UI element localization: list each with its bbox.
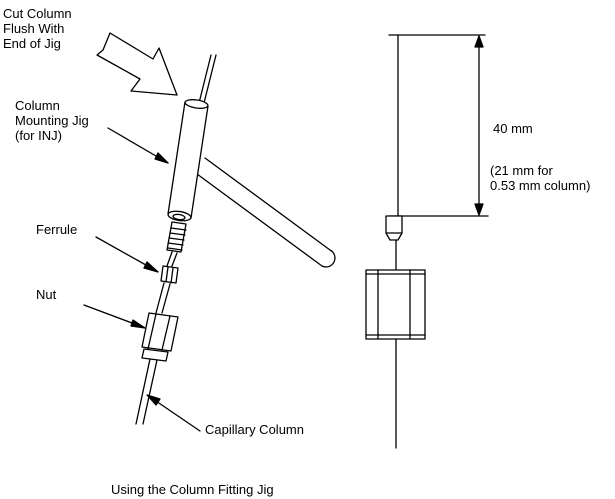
nut-leader-arrow: [83, 304, 146, 329]
ferrule: [160, 265, 179, 284]
alt-distance-label: (21 mm for 0.53 mm column): [490, 163, 591, 193]
column-mounting-jig: [167, 99, 209, 222]
column-mounting-jig-label: Column Mounting Jig (for INJ): [15, 98, 89, 143]
jig-threaded-tip: [166, 221, 187, 253]
jig-leader-arrow: [107, 127, 169, 164]
ferrule-leader-arrow: [95, 236, 159, 273]
capillary-column-upper: [198, 54, 217, 104]
cut-direction-arrow: [96, 32, 178, 96]
distance-label: 40 mm: [493, 121, 533, 136]
capillary-column-label: Capillary Column: [205, 422, 304, 437]
figure-caption: Using the Column Fitting Jig: [111, 482, 274, 497]
nut: [141, 312, 179, 362]
ferrule-label: Ferrule: [36, 222, 78, 237]
nut-label: Nut: [36, 287, 57, 302]
capillary-column-middle-2: [155, 282, 171, 314]
capillary-column-middle: [166, 251, 178, 267]
cut-column-label: Cut Column Flush With End of Jig: [3, 6, 72, 51]
column-leader-arrow: [146, 394, 201, 432]
capillary-column-lower: [135, 358, 158, 425]
jig-cross-rod: [196, 157, 336, 268]
dimension-line: [474, 35, 484, 216]
column-elevation-view: [365, 34, 489, 449]
